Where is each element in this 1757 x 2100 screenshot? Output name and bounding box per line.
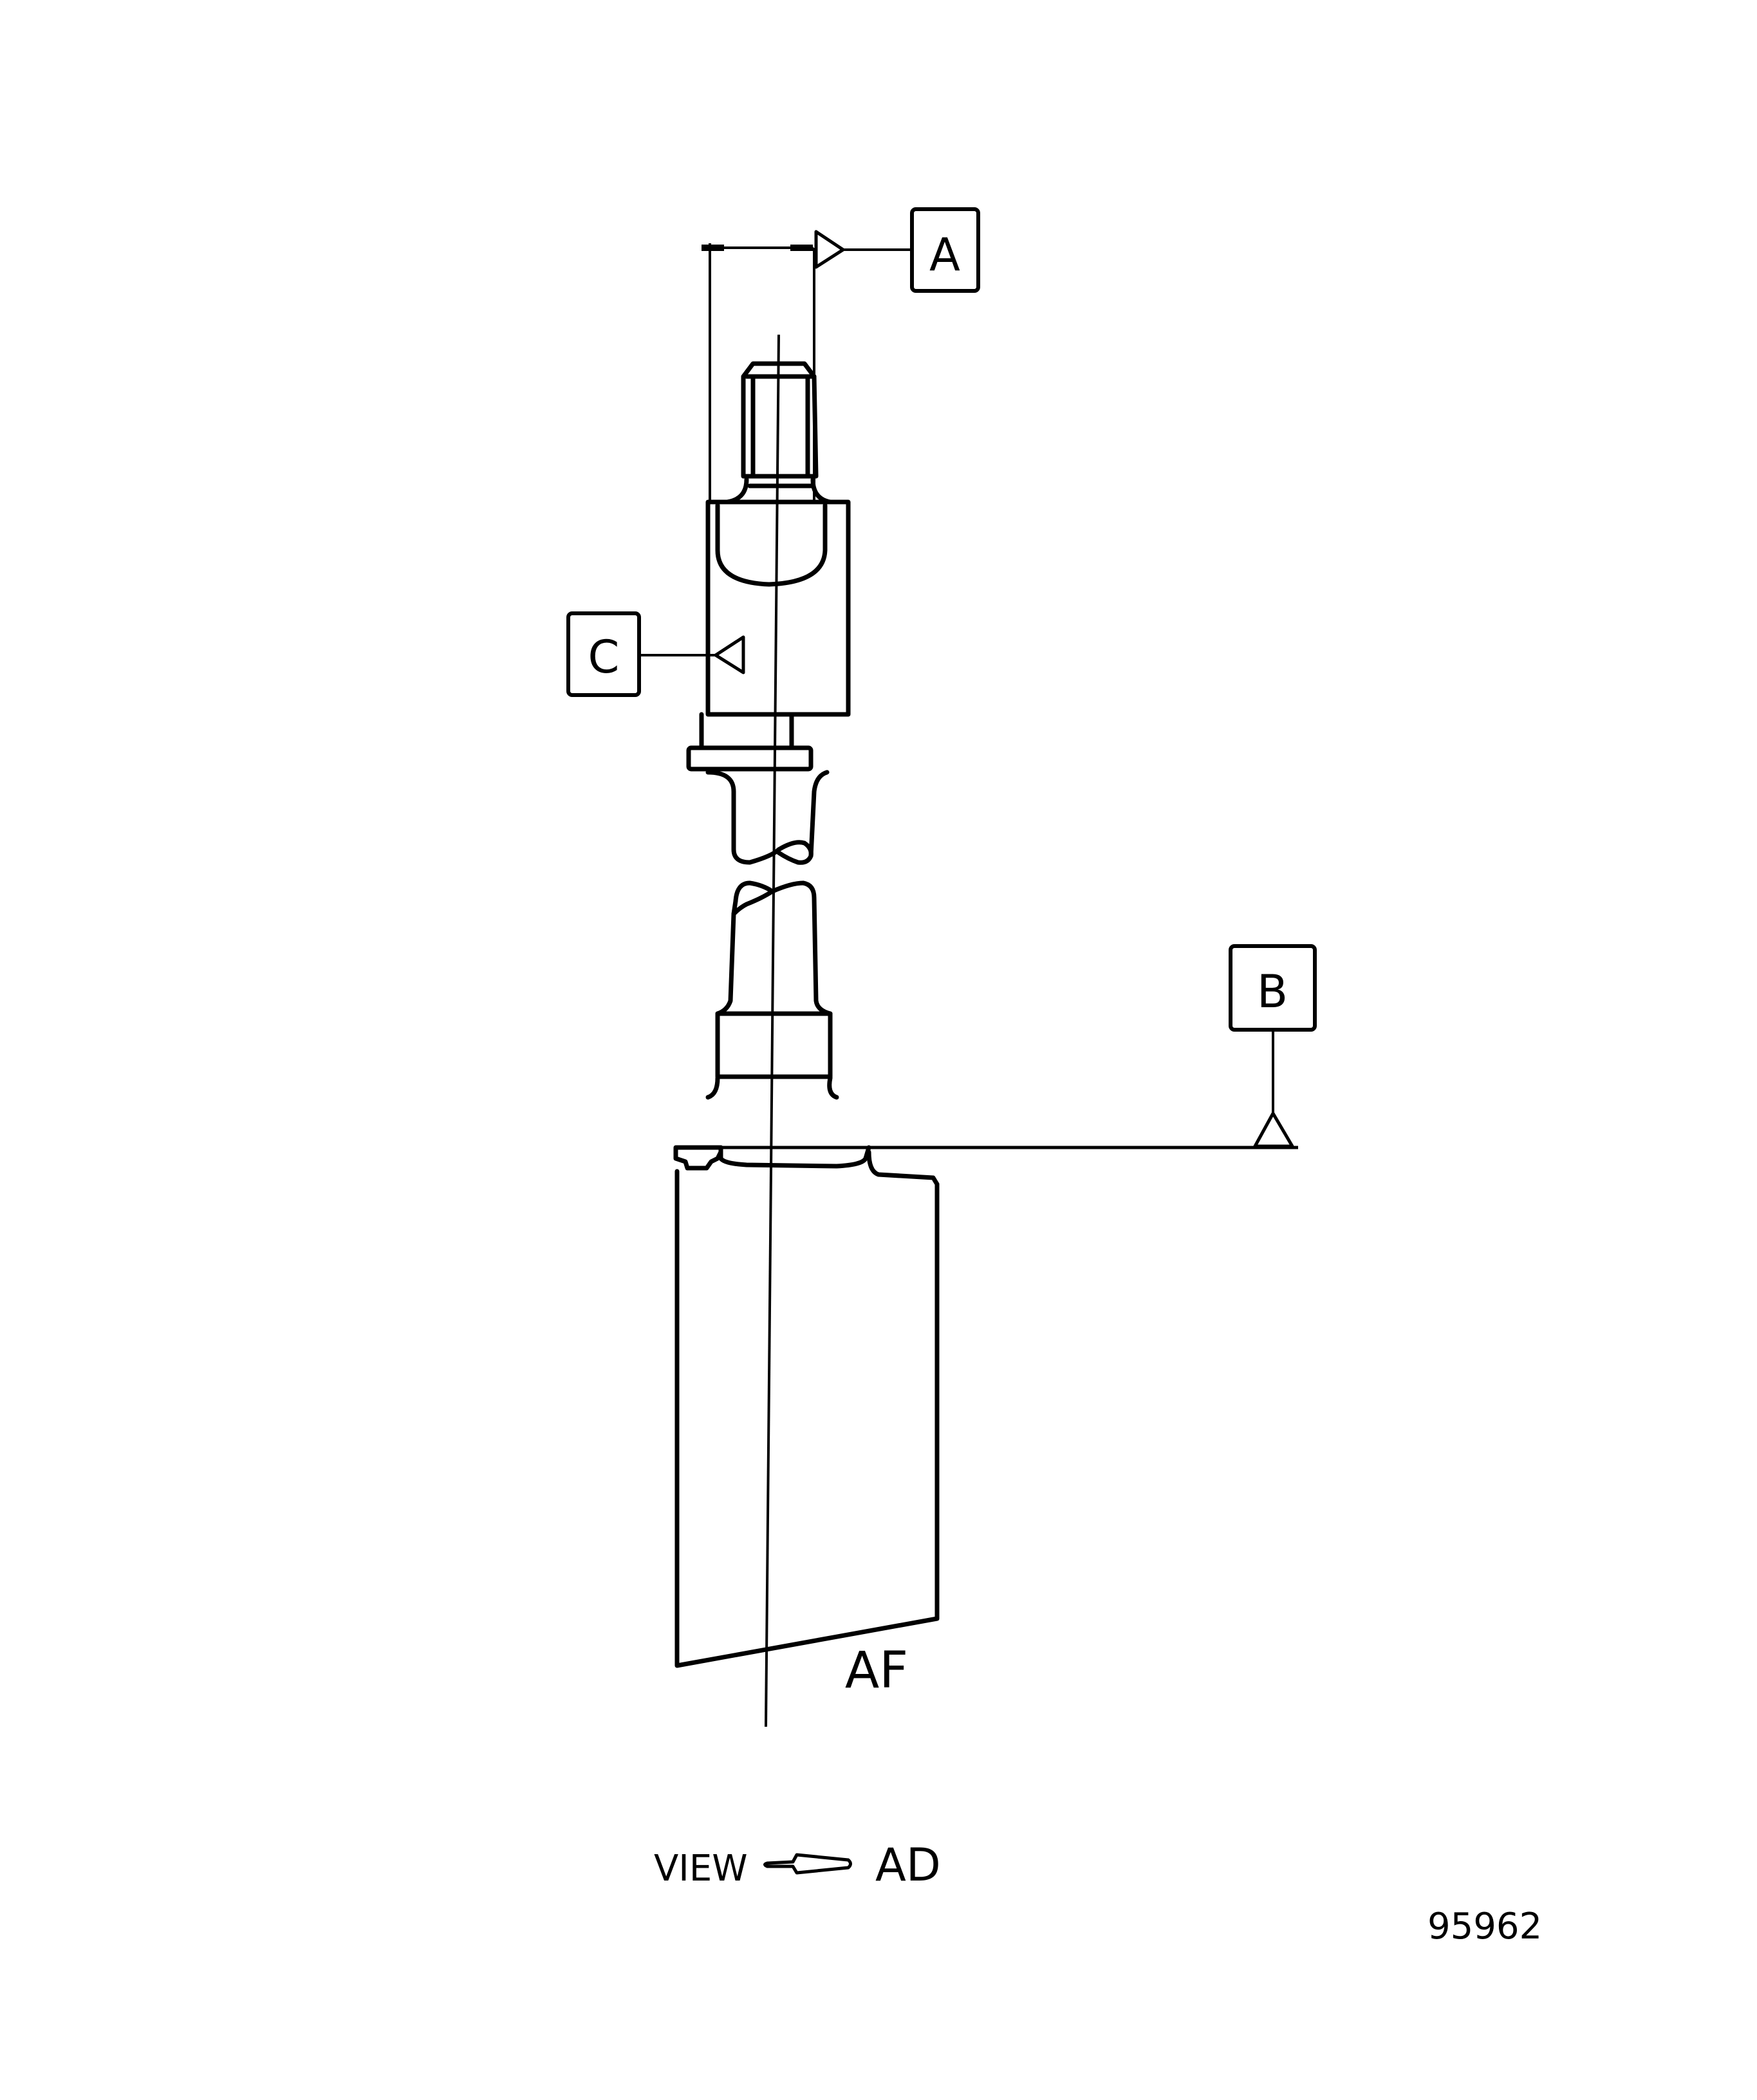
datum-a-label: A — [929, 228, 960, 281]
view-caption-prefix: VIEW — [654, 1848, 748, 1890]
view-arrow-icon — [763, 1853, 852, 1875]
section-label-af: AF — [845, 1642, 908, 1700]
figure-number: 95962 — [1427, 1906, 1542, 1947]
platform — [673, 1145, 1298, 1187]
datum-c-label: C — [588, 631, 620, 683]
view-caption: VIEW AD — [654, 1839, 941, 1891]
datum-a-feature-control: A — [814, 207, 980, 293]
shank-body — [705, 499, 851, 717]
centerline — [765, 334, 780, 1727]
datum-b-feature-control: B — [1229, 944, 1317, 1148]
threaded-stud — [725, 361, 833, 505]
datum-b-label: B — [1257, 965, 1288, 1018]
collar-flange — [686, 712, 813, 772]
airfoil-blade — [674, 1169, 940, 1668]
width-dimension — [702, 243, 815, 502]
upper-shank-break — [705, 770, 830, 865]
hub-block — [705, 1011, 839, 1100]
view-caption-target: AD — [875, 1839, 941, 1891]
datum-c-feature-control: C — [566, 611, 745, 697]
